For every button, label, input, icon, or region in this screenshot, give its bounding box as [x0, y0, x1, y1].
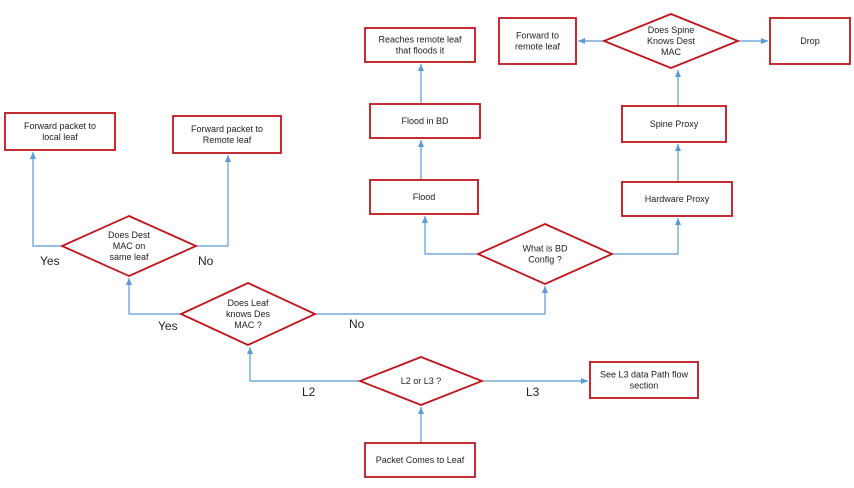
node-packet-comes-box [364, 442, 476, 478]
node-bd-config-diamond [475, 223, 615, 285]
edge-bd-hwproxy [612, 218, 681, 255]
node-spine-knows-text: MAC [661, 47, 682, 57]
node-spine-knows-text: Does Spine [648, 25, 695, 35]
node-spine-proxy-text: Spine Proxy [650, 119, 699, 129]
node-flood: Flood [369, 179, 479, 215]
edge-label-yes-2: Yes [158, 319, 178, 333]
node-see-l3-text: section [630, 381, 659, 391]
edge-leaf-no [315, 286, 548, 315]
node-fwd-remote-text: Remote leaf [203, 135, 252, 145]
edge-leaf-yes [126, 278, 181, 315]
node-l2-or-l3-diamond [357, 356, 485, 406]
node-dest-mac-same-diamond [59, 215, 199, 277]
edge-l2 [247, 347, 359, 382]
node-flood-text: Flood [413, 192, 436, 202]
edge-dest-no [196, 155, 231, 247]
node-fwd-local-text: Forward packet to [24, 121, 96, 131]
node-hw-proxy-text: Hardware Proxy [645, 194, 710, 204]
node-dest-mac-same-text: same leaf [109, 252, 149, 262]
node-fwd-remote-2-text: remote leaf [515, 42, 561, 52]
node-spine-knows-diamond [601, 13, 741, 69]
node-dest-mac-same-text: Does Dest [108, 230, 151, 240]
node-spine-proxy: Spine Proxy [621, 105, 727, 143]
node-flood-bd: Flood in BD [369, 103, 481, 139]
node-flood-box [369, 179, 479, 215]
node-leaf-knows-text: knows Des [226, 309, 271, 319]
node-fwd-remote-box [172, 115, 282, 154]
node-reaches-remote-box [364, 27, 476, 63]
node-drop: Drop [769, 17, 851, 65]
node-packet-comes-text: Packet Comes to Leaf [376, 455, 465, 465]
node-dest-mac-same-text: MAC on [113, 241, 146, 251]
edge-label-l2: L2 [302, 385, 316, 399]
node-bd-config-text: Config ? [528, 255, 562, 265]
node-fwd-remote-2-text: Forward to [516, 31, 559, 41]
edge-label-no-2: No [349, 317, 365, 331]
node-fwd-remote-text: Forward packet to [191, 124, 263, 134]
node-reaches-remote-text: that floods it [396, 46, 445, 56]
edge-label-l3: L3 [526, 385, 540, 399]
node-fwd-local-box [4, 112, 116, 151]
node-flood-bd-text: Flood in BD [401, 116, 449, 126]
node-leaf-knows-text: MAC ? [234, 320, 262, 330]
node-hw-proxy-box [621, 181, 733, 217]
node-spine-knows-text: Knows Dest [647, 36, 696, 46]
node-l2-or-l3-text: L2 or L3 ? [401, 376, 442, 386]
node-drop-text: Drop [800, 36, 820, 46]
node-see-l3-box [589, 361, 699, 399]
node-packet-comes: Packet Comes to Leaf [364, 442, 476, 478]
node-reaches-remote-text: Reaches remote leaf [378, 35, 462, 45]
node-see-l3-text: See L3 data Path flow [600, 370, 689, 380]
node-bd-config-text: What is BD [522, 244, 568, 254]
node-leaf-knows-diamond [178, 282, 318, 346]
edge-bd-flood [422, 216, 478, 255]
node-l2-or-l3: L2 or L3 ? [357, 356, 485, 406]
node-fwd-remote-2-box [498, 17, 577, 65]
node-leaf-knows-text: Does Leaf [227, 298, 269, 308]
node-flood-bd-box [369, 103, 481, 139]
edge-label-yes-1: Yes [40, 254, 60, 268]
node-spine-proxy-box [621, 105, 727, 143]
edge-dest-yes [30, 152, 62, 247]
node-fwd-local-text: local leaf [42, 132, 78, 142]
edge-label-no-1: No [198, 254, 214, 268]
node-hw-proxy: Hardware Proxy [621, 181, 733, 217]
node-drop-box [769, 17, 851, 65]
